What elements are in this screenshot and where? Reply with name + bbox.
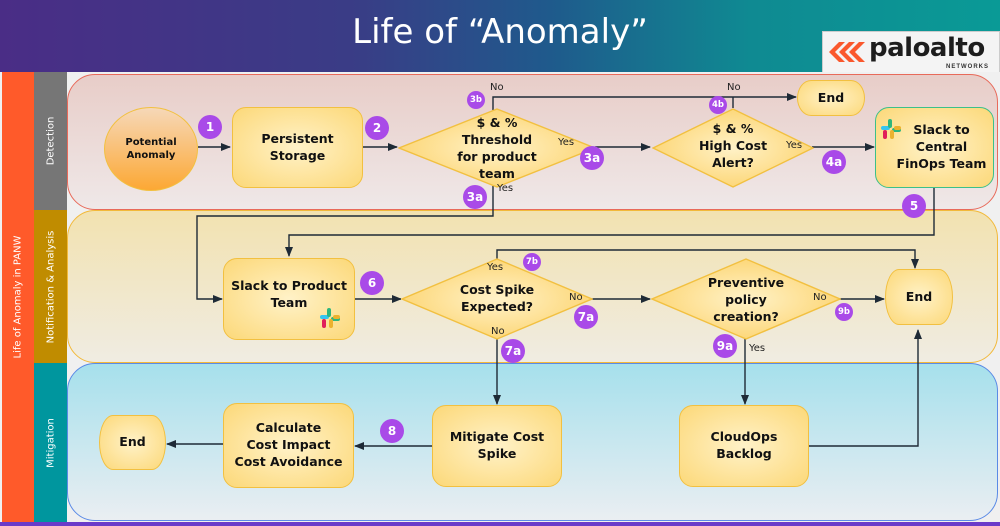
- slack-icon: [881, 119, 901, 139]
- step-badge-8: 8: [380, 419, 404, 443]
- edge-3b: [492, 93, 797, 110]
- step-badge-3a-right: 3a: [580, 146, 604, 170]
- node-end-notification[interactable]: End: [885, 269, 953, 325]
- lane-header-notification: Notification & Analysis: [34, 210, 67, 363]
- node-calculate-cost-impact[interactable]: Calculate Cost Impact Cost Avoidance: [223, 403, 354, 488]
- edge-label-spike-yes: Yes: [487, 262, 504, 273]
- node-preventive-label: Preventive policy creation?: [707, 275, 785, 324]
- node-persistent-storage[interactable]: Persistent Storage: [232, 107, 363, 188]
- edge-label-highcost-no: No: [727, 82, 741, 93]
- node-slack-product-team[interactable]: Slack to Product Team: [223, 258, 355, 340]
- edge-label-highcost-yes: Yes: [786, 140, 803, 151]
- paloalto-logo: paloalto NETWORKS: [822, 31, 1000, 73]
- edge-5: [285, 188, 935, 257]
- node-potential-anomaly[interactable]: Potential Anomaly: [104, 107, 198, 191]
- step-badge-6: 6: [360, 271, 384, 295]
- step-badge-1: 1: [198, 115, 222, 139]
- node-cost-spike-label: Cost Spike Expected?: [459, 282, 535, 314]
- sidebar-main: Life of Anomaly in PANW: [2, 72, 34, 522]
- step-badge-3a-down: 3a: [463, 185, 487, 209]
- step-badge-4b: 4b: [709, 96, 727, 114]
- step-badge-5: 5: [902, 194, 926, 218]
- logo-subtext: NETWORKS: [946, 64, 989, 70]
- edge-cloudops-end: [808, 329, 922, 447]
- edge-label-preventive-yes: Yes: [749, 343, 766, 354]
- edge-label-spike-no-right: No: [569, 292, 583, 303]
- node-end-detection[interactable]: End: [797, 80, 865, 116]
- paloalto-logo-icon: [829, 42, 865, 62]
- edge-label-threshold-yes-right: Yes: [558, 137, 575, 148]
- edge-label-threshold-yes-down: Yes: [497, 183, 514, 194]
- edge-3a-down: [196, 186, 494, 303]
- lane-header-mitigation: Mitigation: [34, 363, 67, 522]
- step-badge-7b: 7b: [523, 253, 541, 271]
- edge-label-spike-no-down: No: [491, 326, 505, 337]
- node-high-cost-shape[interactable]: [652, 108, 814, 188]
- node-high-cost-label: $ & % High Cost Alert?: [698, 121, 768, 170]
- node-slack-central-finops[interactable]: Slack to Central FinOps Team: [875, 107, 994, 188]
- node-mitigate-cost-spike[interactable]: Mitigate Cost Spike: [432, 405, 562, 487]
- step-badge-9a: 9a: [713, 334, 737, 358]
- node-threshold-shape[interactable]: [398, 108, 596, 188]
- slack-icon: [320, 308, 340, 328]
- lane-header-detection: Detection: [34, 72, 67, 210]
- step-badge-7a-down: 7a: [501, 339, 525, 363]
- node-cost-spike-shape[interactable]: [401, 258, 593, 340]
- page-title: Life of “Anomaly”: [352, 12, 648, 52]
- node-preventive-shape[interactable]: [651, 258, 841, 340]
- node-end-mitigation[interactable]: End: [99, 415, 166, 470]
- edge-label-threshold-no: No: [490, 82, 504, 93]
- edge-7b: [496, 249, 919, 269]
- edge-label-preventive-no: No: [813, 292, 827, 303]
- step-badge-9b: 9b: [835, 303, 853, 321]
- node-threshold-label: $ & % Threshold for product team: [457, 115, 537, 181]
- step-badge-2: 2: [365, 116, 389, 140]
- step-badge-3b: 3b: [467, 91, 485, 109]
- logo-text: paloalto: [869, 33, 985, 63]
- node-cloudops-backlog[interactable]: CloudOps Backlog: [679, 405, 809, 487]
- step-badge-7a-right: 7a: [574, 305, 598, 329]
- step-badge-4a: 4a: [822, 150, 846, 174]
